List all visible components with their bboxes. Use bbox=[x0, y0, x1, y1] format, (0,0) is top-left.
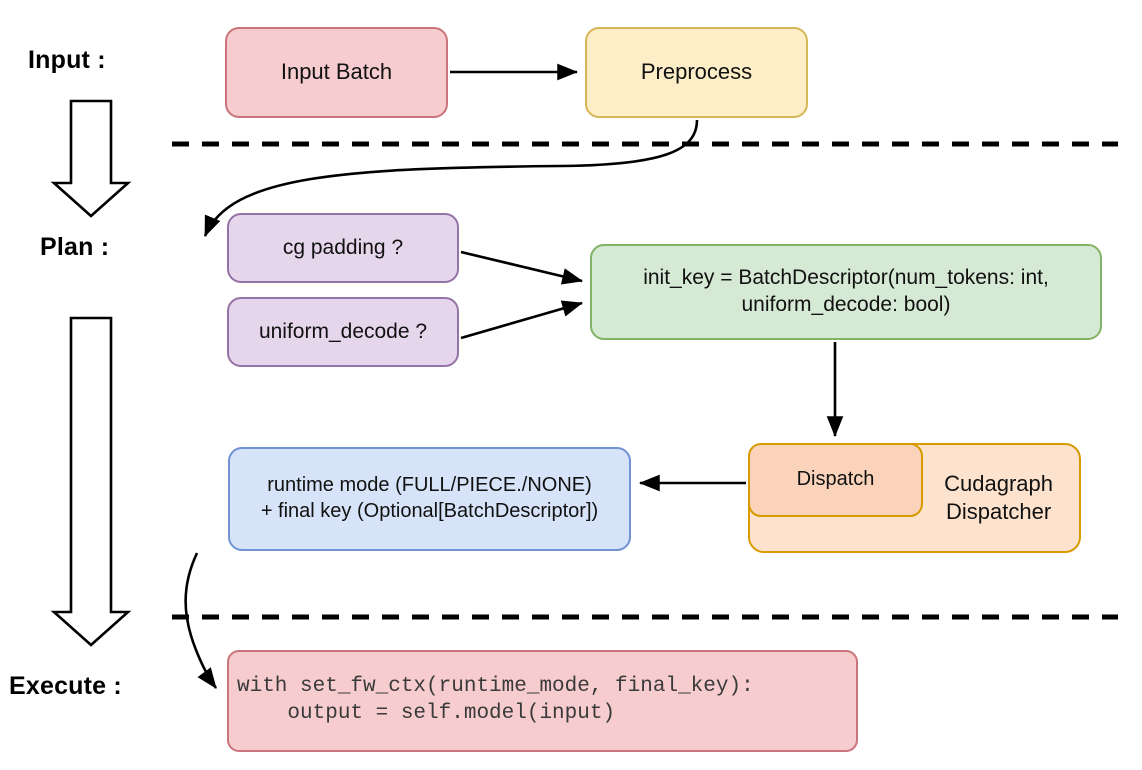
edge-runtime-mode-to-exec-code bbox=[184, 552, 218, 689]
edge-uniform-decode-to-init-key bbox=[460, 300, 583, 340]
node-preprocess-label: Preprocess bbox=[640, 59, 753, 85]
node-cudagraph-dispatcher-label: Cudagraph Dispatcher bbox=[944, 470, 1053, 524]
node-init-key[interactable]: init_key = BatchDescriptor(num_tokens: i… bbox=[590, 244, 1102, 340]
node-runtime-mode-label: runtime mode (FULL/PIECE./NONE) + final … bbox=[260, 474, 599, 522]
edge-cg-padding-to-init-key bbox=[460, 250, 584, 285]
node-input-batch-label: Input Batch bbox=[280, 59, 393, 85]
node-cg-padding-label: cg padding ? bbox=[282, 235, 404, 259]
stage-arrow-input-to-plan bbox=[50, 99, 132, 218]
node-exec-code[interactable]: with set_fw_ctx(runtime_mode, final_key)… bbox=[227, 650, 858, 752]
node-dispatch[interactable]: Dispatch bbox=[748, 443, 923, 517]
node-uniform-decode[interactable]: uniform_decode ? bbox=[227, 297, 459, 367]
node-exec-code-label: with set_fw_ctx(runtime_mode, final_key)… bbox=[237, 675, 754, 725]
node-dispatch-label: Dispatch bbox=[796, 468, 875, 491]
node-preprocess[interactable]: Preprocess bbox=[585, 27, 808, 118]
stage-label-input: Input : bbox=[28, 46, 106, 74]
node-uniform-decode-label: uniform_decode ? bbox=[258, 319, 428, 343]
node-init-key-label: init_key = BatchDescriptor(num_tokens: i… bbox=[643, 266, 1049, 316]
stage-label-execute: Execute : bbox=[9, 672, 122, 700]
stage-label-plan: Plan : bbox=[40, 233, 110, 261]
node-runtime-mode[interactable]: runtime mode (FULL/PIECE./NONE) + final … bbox=[228, 447, 631, 551]
node-cg-padding[interactable]: cg padding ? bbox=[227, 213, 459, 283]
node-input-batch[interactable]: Input Batch bbox=[225, 27, 448, 118]
stage-arrow-plan-to-execute bbox=[50, 316, 132, 647]
